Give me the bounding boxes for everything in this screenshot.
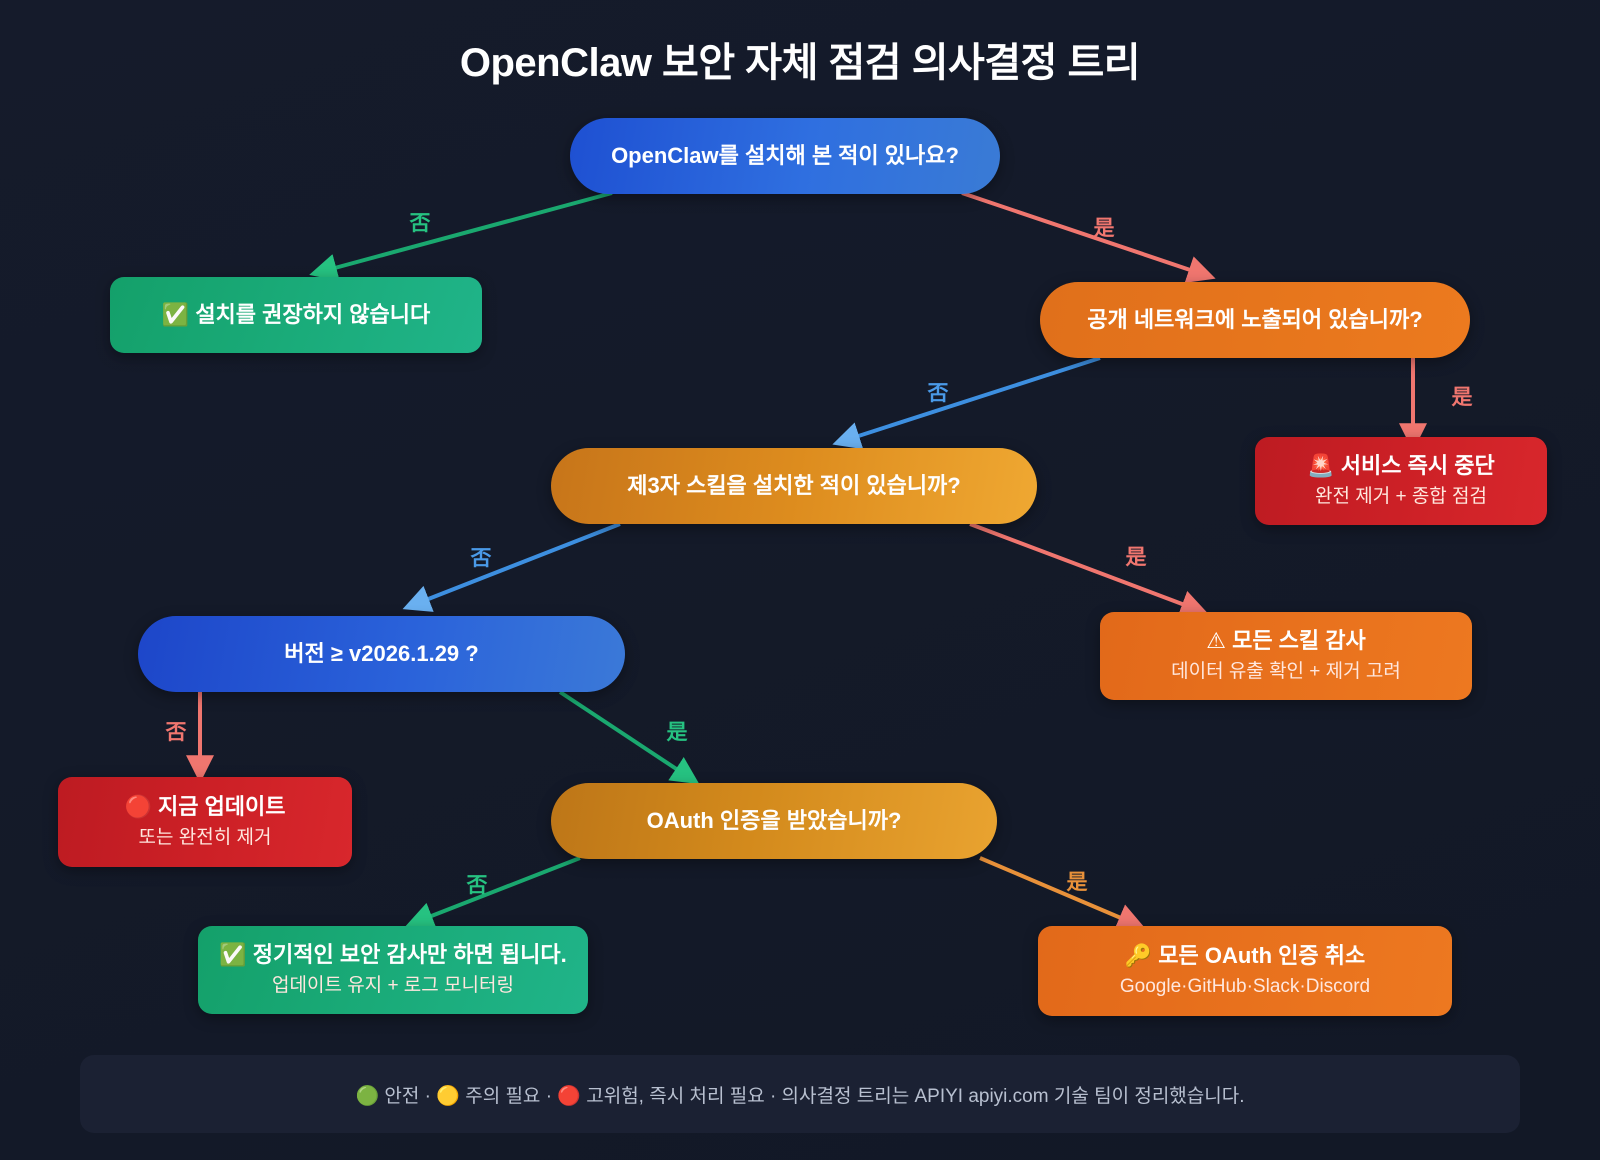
- node-root[interactable]: OpenClaw를 설치해 본 적이 있나요?: [570, 118, 1000, 194]
- node-revoke-oauth[interactable]: 🔑 모든 OAuth 인증 취소 Google·GitHub·Slack·Dis…: [1038, 926, 1452, 1016]
- node-oauth-question-label: OAuth 인증을 받았습니까?: [646, 808, 902, 834]
- edge-label-oauth-no: 否: [466, 874, 488, 897]
- edge-skill-no: [402, 522, 621, 612]
- node-version-check[interactable]: 버전 ≥ v2026.1.29 ?: [138, 616, 625, 692]
- node-root-label: OpenClaw를 설치해 본 적이 있나요?: [611, 143, 959, 169]
- edge-oauth-yes: [979, 856, 1146, 931]
- edge-label-public-yes: 是: [1451, 386, 1473, 409]
- node-periodic-audit-label: ✅ 정기적인 보안 감사만 하면 됩니다.: [219, 942, 567, 968]
- edge-label-public-no: 否: [927, 382, 949, 405]
- page-title: OpenClaw 보안 자체 점검 의사결정 트리: [459, 41, 1141, 85]
- node-public-network[interactable]: 공개 네트워크에 노출되어 있습니까?: [1040, 282, 1470, 358]
- node-audit-skills[interactable]: ⚠ 모든 스킬 감사 데이터 유출 확인 + 제거 고려: [1100, 612, 1472, 700]
- edge-label-root-yes: 是: [1093, 217, 1115, 240]
- edge-label-version-yes: 是: [666, 721, 688, 744]
- edge-oauth-no: [405, 856, 581, 929]
- node-audit-skills-label: ⚠ 모든 스킬 감사: [1206, 628, 1366, 654]
- node-update-now-sub: 또는 완전히 제거: [138, 826, 272, 848]
- node-version-check-label: 버전 ≥ v2026.1.29 ?: [284, 641, 479, 667]
- node-update-now[interactable]: 🔴 지금 업데이트 또는 완전히 제거: [58, 777, 352, 867]
- edge-label-version-no: 否: [165, 721, 187, 744]
- edge-label-oauth-yes: 是: [1066, 871, 1088, 894]
- node-periodic-audit[interactable]: ✅ 정기적인 보안 감사만 하면 됩니다. 업데이트 유지 + 로그 모니터링: [198, 926, 588, 1014]
- footer-legend: 🟢 안전 · 🟡 주의 필요 · 🔴 고위험, 즉시 처리 필요 · 의사결정 …: [80, 1055, 1520, 1133]
- edge-skill-yes: [969, 522, 1209, 618]
- node-revoke-oauth-sub: Google·GitHub·Slack·Discord: [1119, 975, 1371, 997]
- edge-label-skill-yes: 是: [1125, 546, 1147, 569]
- node-audit-skills-sub: 데이터 유출 확인 + 제거 고려: [1171, 660, 1401, 682]
- node-oauth-question[interactable]: OAuth 인증을 받았습니까?: [551, 783, 997, 859]
- node-no-install-label: ✅ 설치를 권장하지 않습니다: [161, 302, 431, 328]
- node-stop-service-label: 🚨 서비스 즉시 중단: [1307, 453, 1495, 479]
- edge-root-no: [309, 191, 613, 282]
- node-public-network-label: 공개 네트워크에 노출되어 있습니까?: [1087, 307, 1423, 333]
- edge-label-root-no: 否: [409, 212, 431, 235]
- node-no-install[interactable]: ✅ 설치를 권장하지 않습니다: [110, 277, 482, 353]
- node-third-party-skill-label: 제3자 스킬을 설치한 적이 있습니까?: [627, 473, 961, 499]
- edge-root-yes: [961, 191, 1216, 283]
- node-periodic-audit-sub: 업데이트 유지 + 로그 모니터링: [272, 974, 514, 996]
- edge-public-no: [832, 356, 1101, 450]
- node-stop-service[interactable]: 🚨 서비스 즉시 중단 완전 제거 + 종합 점검: [1255, 437, 1547, 525]
- node-update-now-label: 🔴 지금 업데이트: [124, 794, 286, 820]
- node-third-party-skill[interactable]: 제3자 스킬을 설치한 적이 있습니까?: [551, 448, 1037, 524]
- edge-label-skill-no: 否: [470, 547, 492, 570]
- footer-legend-text: 🟢 안전 · 🟡 주의 필요 · 🔴 고위험, 즉시 처리 필요 · 의사결정 …: [355, 1085, 1245, 1107]
- node-revoke-oauth-label: 🔑 모든 OAuth 인증 취소: [1124, 943, 1366, 969]
- node-stop-service-sub: 완전 제거 + 종합 점검: [1314, 485, 1488, 507]
